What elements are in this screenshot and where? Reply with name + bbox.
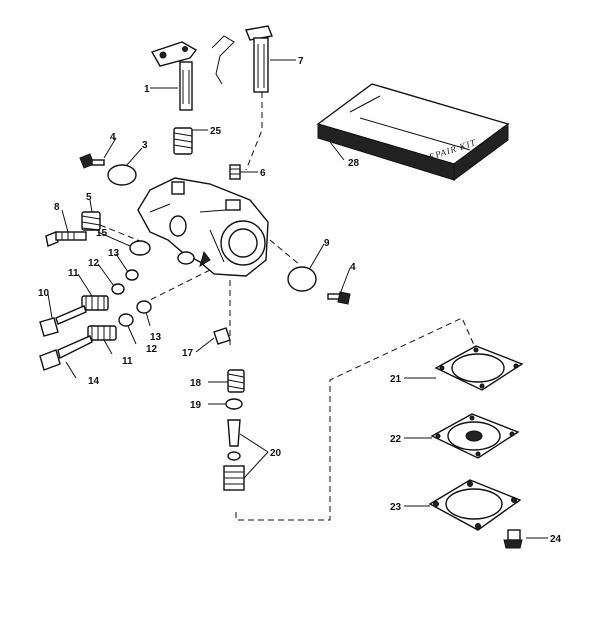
part-plug-17 — [213, 327, 231, 345]
callout-17: 17 — [182, 348, 194, 359]
part-throttle-shaft — [150, 41, 198, 111]
part-diaphragm-22 — [430, 413, 520, 459]
callout-22: 22 — [390, 434, 402, 445]
callout-12-lower: 12 — [146, 344, 158, 355]
callout-7: 7 — [298, 56, 304, 67]
part-washer-12-lower — [118, 313, 134, 327]
part-o-ring-13-upper — [125, 269, 139, 281]
part-screw-upper — [79, 153, 105, 169]
part-return-spring-wire — [211, 35, 235, 85]
callout-6: 6 — [260, 168, 266, 179]
callout-3: 3 — [142, 140, 148, 151]
callout-4-right: 4 — [350, 262, 356, 273]
callout-24: 24 — [550, 534, 562, 545]
part-idle-jet — [229, 164, 241, 180]
part-spring-25 — [173, 127, 193, 155]
callout-13-lower: 13 — [150, 332, 162, 343]
part-spring-18 — [227, 369, 245, 393]
callout-18: 18 — [190, 378, 202, 389]
part-idle-mixture-screw — [45, 231, 87, 247]
callout-20: 20 — [270, 448, 282, 459]
callout-25: 25 — [210, 126, 222, 137]
part-screw-right — [327, 291, 351, 305]
part-spring-5 — [81, 211, 101, 231]
callout-23: 23 — [390, 502, 402, 513]
part-throttle-plate — [107, 164, 137, 186]
callout-11-upper: 11 — [68, 268, 79, 279]
callout-9: 9 — [324, 238, 330, 249]
part-choke-plate — [287, 266, 317, 292]
repair-kit-box: REPAIR KIT — [316, 83, 510, 181]
part-needle-screw-14 — [39, 335, 93, 371]
callout-5: 5 — [86, 192, 92, 203]
callout-19: 19 — [190, 400, 202, 411]
part-washer-12-upper — [111, 283, 125, 295]
callout-labels: 1 7 25 4 3 6 8 5 15 28 9 4 13 12 11 10 1… — [38, 56, 562, 545]
part-choke-shaft — [245, 25, 273, 93]
callout-12-upper: 12 — [88, 258, 100, 269]
part-cover-23 — [428, 479, 522, 531]
part-spring-11-upper — [81, 295, 109, 311]
part-inlet-needle-seat — [223, 419, 245, 491]
part-washer-15 — [129, 240, 151, 256]
callout-13-upper: 13 — [108, 248, 120, 259]
callout-15: 15 — [96, 228, 108, 239]
callout-14: 14 — [88, 376, 100, 387]
part-spring-11-lower — [87, 325, 117, 341]
part-gasket-21 — [434, 345, 524, 391]
callout-11-lower: 11 — [122, 356, 133, 367]
part-screw-24 — [503, 529, 523, 549]
callout-21: 21 — [390, 374, 402, 385]
leader-lines — [47, 59, 548, 539]
callout-8: 8 — [54, 202, 60, 213]
part-washer-19 — [225, 398, 243, 410]
callout-28: 28 — [348, 158, 360, 169]
callout-1: 1 — [144, 84, 150, 95]
part-o-ring-13-lower — [136, 300, 152, 314]
part-carburetor-body — [137, 177, 269, 277]
callout-4-upper: 4 — [110, 132, 116, 143]
callout-10: 10 — [38, 288, 50, 299]
part-needle-screw-10 — [39, 305, 87, 337]
